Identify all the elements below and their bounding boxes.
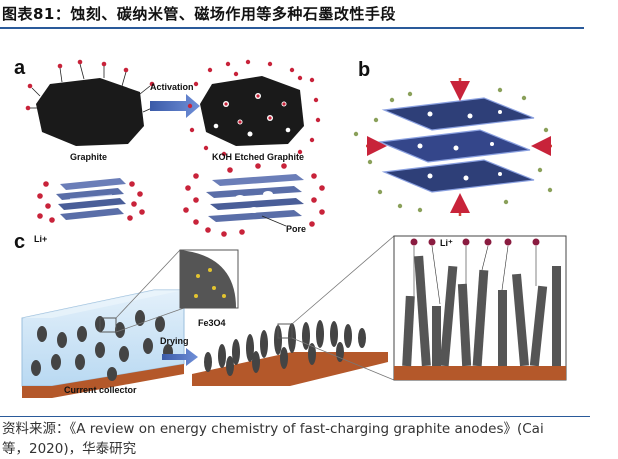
current-collector-label: Current collector [64, 385, 137, 395]
title-divider [0, 27, 584, 29]
source-divider [0, 416, 590, 417]
graphite-layers-left [56, 178, 126, 220]
pore-label: Pore [286, 224, 306, 234]
graphite-caption: Graphite [70, 152, 107, 162]
figure-title: 图表81：蚀刻、碳纳米管、磁场作用等多种石墨改性手段 [2, 5, 396, 23]
li-ion-label: Li+ [34, 234, 47, 244]
drying-label: Drying [160, 336, 189, 346]
li-ion-arrows [30, 63, 153, 113]
li-ion-label-zoom: Li⁺ [440, 238, 453, 248]
figure-illustration: a Graphite Activation [14, 57, 567, 398]
graphite-pillars [402, 255, 561, 367]
current-collector-left [22, 364, 184, 398]
drying-arrow [162, 348, 198, 366]
panel-a-label: a [14, 57, 26, 79]
source-line-1: 资料来源：《A review on energy chemistry of fa… [2, 421, 544, 437]
panel-b-label: b [358, 59, 370, 81]
graphene-sheets [377, 97, 535, 193]
panel-c-label: c [14, 231, 25, 253]
panel-c: c Current collector Fe3O4 Drying [14, 231, 567, 398]
zoom-box-2 [277, 323, 293, 339]
graphite-flake [36, 78, 144, 146]
pore-pointer [261, 215, 287, 227]
panel-b: b [353, 59, 553, 216]
source-line-2: 等，2020)，华泰研究 [2, 441, 137, 457]
etched-graphite-flake [200, 76, 304, 146]
source-note: 资料来源：《A review on energy chemistry of fa… [2, 419, 592, 459]
etched-li-ions [187, 59, 321, 157]
li-ions-zoom [410, 238, 540, 246]
fe3o4-label: Fe3O4 [198, 318, 226, 328]
zoom-box [99, 317, 117, 333]
vertical-particles [204, 320, 366, 376]
graphite-layers-right [206, 174, 304, 222]
li-ions-right [183, 163, 325, 237]
panel-a: a Graphite Activation [14, 57, 325, 244]
pressure-arrows [366, 78, 552, 216]
activation-arrow [150, 94, 200, 118]
li-ions-left [37, 181, 145, 223]
etched-graphite-caption: KOH Etched Graphite [212, 152, 304, 162]
activation-label: Activation [150, 82, 194, 92]
fe3o4-particles [194, 268, 226, 298]
sheet-holes [417, 110, 502, 181]
surface-particles [353, 87, 553, 213]
